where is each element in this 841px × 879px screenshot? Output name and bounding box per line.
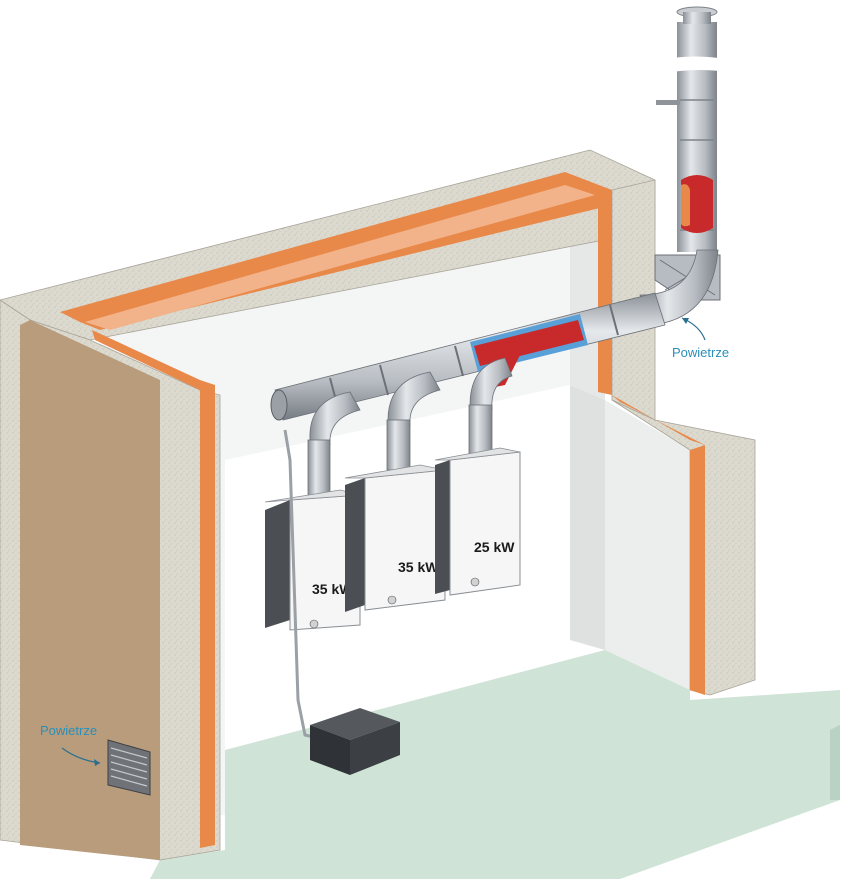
air-grille [107, 739, 151, 796]
boiler-3-power: 25 kW [474, 539, 515, 555]
flue-elbows [307, 357, 513, 501]
air-label-right: Powietrze [672, 345, 729, 360]
top-wall [0, 149, 656, 341]
boiler-3: 25 kW [434, 447, 521, 596]
boiler-2: 35 kW [344, 464, 446, 612]
boiler-1: 35 kW [264, 489, 361, 631]
air-label-left: Powietrze [40, 723, 97, 738]
floor [150, 650, 840, 879]
boiler-2-power: 35 kW [398, 559, 439, 575]
boiler-1-power: 35 kW [312, 581, 353, 597]
neutralizer-box [310, 708, 400, 775]
left-wall [0, 299, 221, 861]
right-inner-wall [570, 385, 690, 690]
condensate-drain [283, 429, 319, 740]
